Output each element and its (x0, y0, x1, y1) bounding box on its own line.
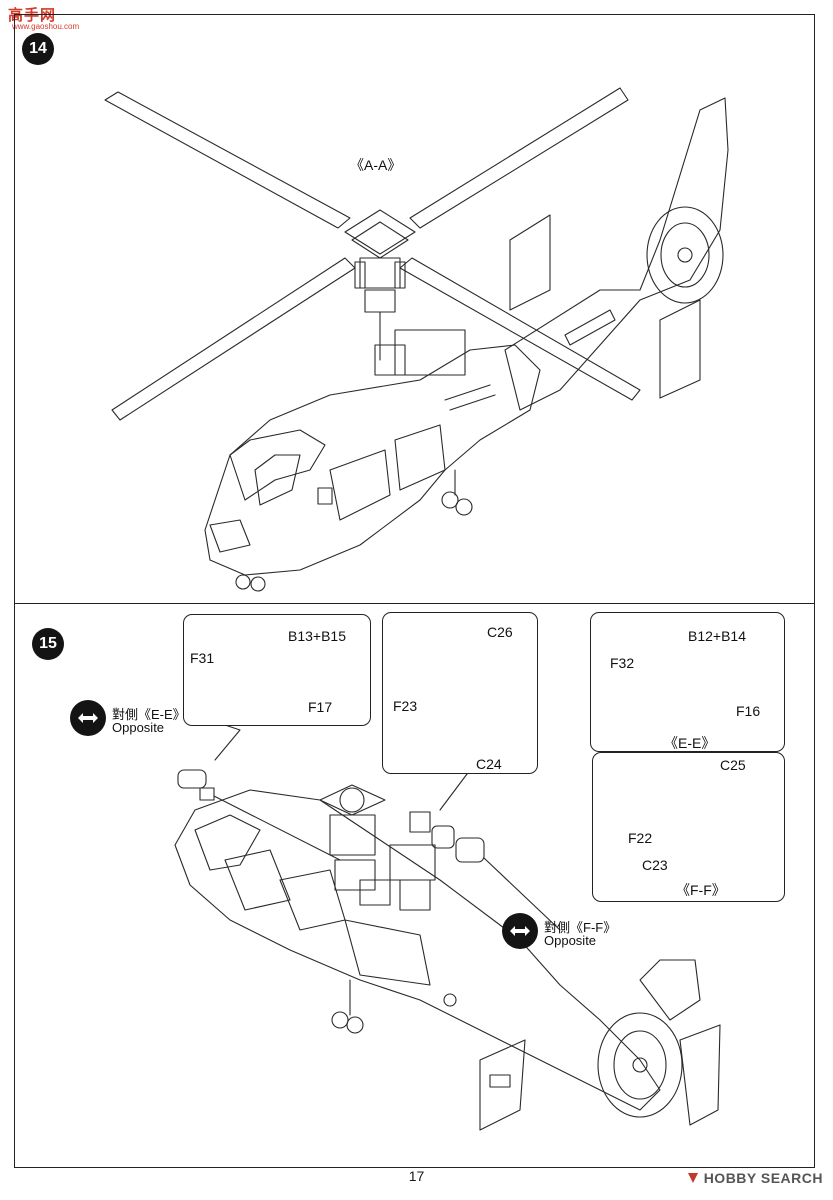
part-label-b13-b15: B13+B15 (288, 628, 346, 644)
part-label-c25: C25 (720, 757, 746, 773)
double-arrow-icon (78, 713, 98, 723)
section-label-aa: 《A-A》 (350, 157, 402, 173)
step-15-badge: 15 (32, 628, 64, 660)
part-label-b12-b14: B12+B14 (688, 628, 746, 644)
hobby-search-logo-icon (687, 1173, 698, 1183)
part-label-c24: C24 (476, 756, 502, 772)
rotor-hub (344, 209, 416, 361)
tail-boom-14 (504, 97, 729, 411)
watermark-bottom-text: HOBBY SEARCH (703, 1170, 823, 1186)
opposite-ee-en: Opposite (112, 720, 165, 735)
fuselage-14 (204, 329, 541, 576)
part-label-c23: C23 (642, 857, 668, 873)
landing-gear-14 (235, 469, 473, 592)
part-label-f23: F23 (393, 698, 418, 714)
double-arrow-icon (510, 926, 530, 936)
callout-box-1 (183, 614, 371, 726)
watermark-logo-text: 高手网 (8, 7, 57, 24)
callout-box-2 (382, 612, 538, 774)
opposite-ff-icon (502, 913, 538, 949)
page-number: 17 (408, 1168, 425, 1184)
part-label-c26: C26 (487, 624, 513, 640)
opposite-ff-label: 對側《F-F》 (544, 920, 617, 935)
part-label-f22: F22 (628, 830, 653, 846)
box4-caption: 《F-F》 (676, 882, 726, 898)
part-label-f17: F17 (308, 699, 333, 715)
step-divider (14, 603, 815, 604)
part-label-f16: F16 (736, 703, 761, 719)
callout-pointer-1 (214, 724, 241, 761)
watermark-hobby-search: HOBBY SEARCH (686, 1170, 823, 1186)
callout-box-4 (592, 752, 785, 902)
page-frame (14, 14, 815, 1168)
opposite-ee-label: 對側《E-E》 (112, 707, 186, 722)
callout-box-3 (590, 612, 785, 752)
step-14-badge: 14 (22, 33, 54, 65)
fuselage-15 (174, 789, 721, 1131)
part-label-f31: F31 (190, 650, 215, 666)
exhaust-parts-15 (177, 769, 561, 931)
opposite-ee-icon (70, 700, 106, 736)
box3-caption: 《E-E》 (664, 735, 716, 751)
part-label-f32: F32 (610, 655, 635, 671)
watermark-url: www.gaoshou.com (12, 22, 80, 31)
main-rotor-blades (104, 87, 641, 421)
opposite-ff-en: Opposite (544, 933, 597, 948)
rotor-head-15 (319, 784, 436, 911)
landing-gear-15 (331, 979, 457, 1034)
callout-pointer-2 (439, 769, 471, 811)
